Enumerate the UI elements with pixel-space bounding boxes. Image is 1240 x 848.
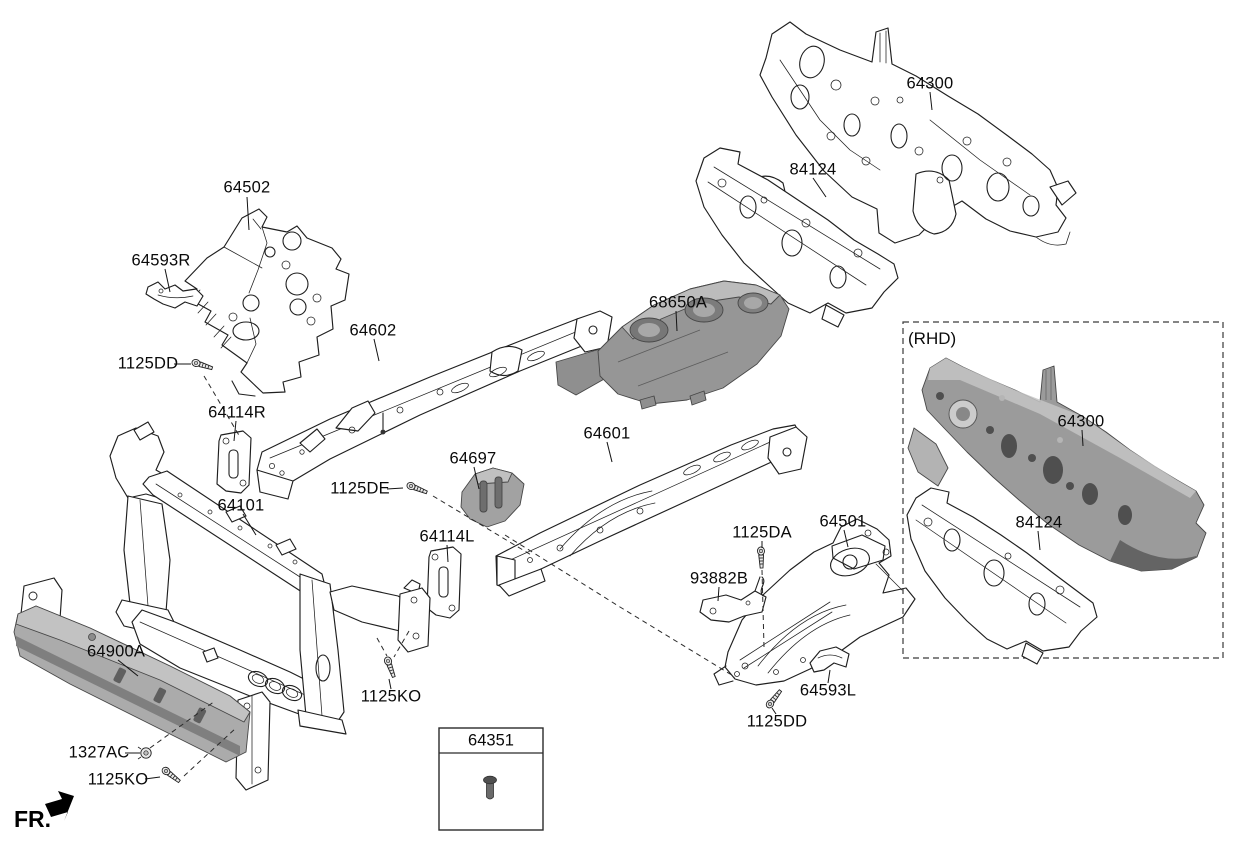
part-label-64114L[interactable]: 64114L xyxy=(419,527,475,546)
part-drawing-64101 xyxy=(109,421,431,735)
inset-part-box xyxy=(438,727,544,831)
bolt-1125DD-bottom-icon xyxy=(764,687,784,710)
part-drawing-64900A xyxy=(13,577,271,791)
part-drawing-64593L xyxy=(809,646,850,673)
part-drawing-64697 xyxy=(460,467,525,528)
part-drawing-64114L xyxy=(426,546,462,619)
bolt-1125KO-left-icon xyxy=(160,765,183,785)
part-drawing-64602 xyxy=(256,310,613,500)
part-label-64601[interactable]: 64601 xyxy=(583,424,631,443)
rivet-icon xyxy=(483,775,497,800)
inset-part-number-label[interactable]: 64351 xyxy=(468,731,514,750)
nut-1327AC-icon xyxy=(137,746,152,760)
fr-direction-arrow-icon xyxy=(45,791,74,821)
part-label-68650A[interactable]: 68650A xyxy=(648,293,708,312)
part-drawing-64601 xyxy=(495,424,808,597)
dashed-assembly-lines xyxy=(149,375,765,777)
part-label-1125DD-b[interactable]: 1125DD xyxy=(746,712,808,731)
part-drawing-64593R xyxy=(145,281,204,309)
part-drawing-84124 xyxy=(695,147,899,328)
part-drawing-64114R xyxy=(216,430,252,494)
fr-direction-label: FR. xyxy=(14,806,52,832)
bolt-1125KO-right-icon xyxy=(382,655,398,679)
part-drawing-68650A xyxy=(555,280,790,410)
part-drawing-64501 xyxy=(713,518,916,686)
part-label-93882B[interactable]: 93882B xyxy=(689,569,749,588)
part-label-64300-a[interactable]: 64300 xyxy=(906,74,954,93)
part-label-64593R[interactable]: 64593R xyxy=(131,251,191,270)
rhd-box-label: (RHD) xyxy=(908,329,957,348)
bolt-1125DD-top-icon xyxy=(190,357,214,373)
part-drawing-64502 xyxy=(184,208,350,397)
part-drawing-64300-rhd xyxy=(907,357,1207,572)
part-label-64602[interactable]: 64602 xyxy=(349,321,397,340)
part-label-64593L[interactable]: 64593L xyxy=(799,681,857,700)
part-label-64697[interactable]: 64697 xyxy=(449,449,497,468)
part-label-1125DD-a[interactable]: 1125DD xyxy=(117,354,179,373)
part-label-84124-rhd[interactable]: 84124 xyxy=(1015,513,1063,532)
rhd-inset-box xyxy=(902,321,1224,659)
part-label-64501[interactable]: 64501 xyxy=(819,512,867,531)
bolt-1125DA-icon xyxy=(756,546,766,569)
part-label-1125DA[interactable]: 1125DA xyxy=(732,523,792,542)
part-label-64300-rhd[interactable]: 64300 xyxy=(1057,412,1105,431)
part-label-64101[interactable]: 64101 xyxy=(217,496,265,515)
leader-lines xyxy=(117,91,1084,780)
part-label-1125KO-b[interactable]: 1125KO xyxy=(360,687,422,706)
part-label-64900A[interactable]: 64900A xyxy=(86,642,146,661)
part-label-84124-a[interactable]: 84124 xyxy=(789,160,837,179)
part-label-64114R[interactable]: 64114R xyxy=(208,403,266,422)
part-label-1327AC[interactable]: 1327AC xyxy=(68,743,130,762)
part-label-64502[interactable]: 64502 xyxy=(223,178,271,197)
part-label-1125DE[interactable]: 1125DE xyxy=(330,479,390,498)
part-label-1125KO-a[interactable]: 1125KO xyxy=(87,770,149,789)
part-drawing-93882B xyxy=(699,576,767,623)
bolt-1125DE-icon xyxy=(405,480,429,497)
part-drawing-84124-rhd xyxy=(906,487,1098,665)
